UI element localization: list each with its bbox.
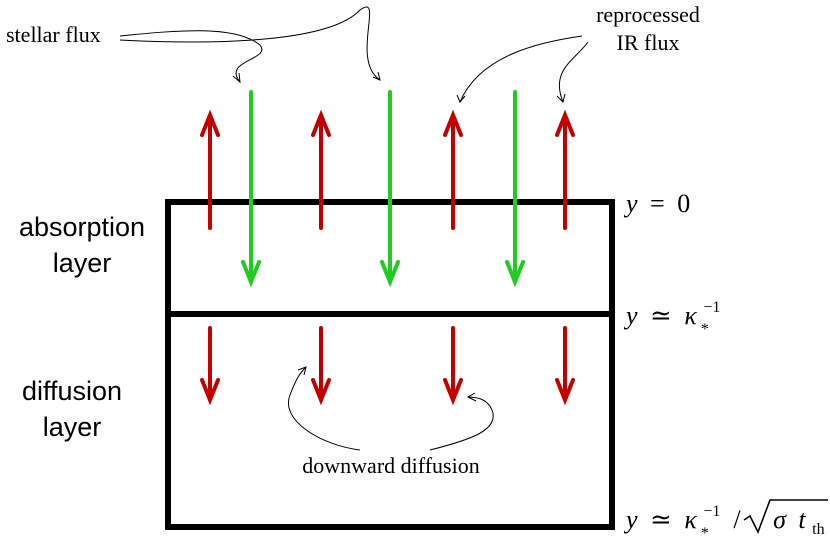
pointer-arrowhead: [456, 94, 466, 103]
marker-y: y: [623, 189, 638, 218]
depth-marker-middle: y ≃ κ −1 *: [623, 289, 727, 338]
label-absorption: absorption: [19, 212, 145, 242]
pointer-stellar-to-arrow2: [119, 6, 381, 81]
stellar-arrow: [380, 90, 400, 288]
marker-rel: ≃: [650, 301, 672, 330]
annotation-pointers: [119, 6, 589, 451]
ir-arrows-up: [200, 109, 575, 230]
pointer-arrowhead: [372, 71, 381, 81]
label-reprocessed: reprocessed: [596, 2, 700, 27]
marker-sub: *: [701, 525, 709, 540]
stellar-arrows: [241, 90, 525, 288]
depth-marker-bottom: y ≃ κ −1 * / σ t th: [623, 493, 825, 540]
marker-kappa: κ: [684, 505, 697, 534]
label-diffusion-layer: layer: [43, 412, 102, 442]
stellar-arrow: [505, 90, 525, 288]
diffusion-arrow-down: [200, 326, 220, 406]
marker-y: y: [623, 301, 638, 330]
pointer-arrowhead: [232, 72, 241, 84]
diffusion-arrow-down: [555, 326, 575, 406]
marker-sup: −1: [703, 299, 720, 316]
pointer-ir-to-arrow1: [459, 35, 583, 103]
marker-sup: −1: [703, 503, 720, 520]
ir-arrow-up: [311, 109, 331, 230]
marker-sub: *: [701, 321, 709, 338]
marker-th: th: [812, 521, 824, 538]
label-absorption-layer: layer: [53, 248, 112, 278]
diffusion-arrow-down: [443, 326, 463, 406]
marker-rel: =: [650, 189, 665, 218]
pointer-diffusion-right: [429, 396, 494, 451]
ir-arrow-up: [555, 109, 575, 230]
ir-arrow-up: [443, 109, 463, 230]
pointer-diffusion-left: [287, 366, 361, 451]
label-ir-flux: IR flux: [617, 30, 680, 55]
diffusion-arrows-down: [200, 326, 575, 406]
depth-marker-top: y = 0: [623, 189, 690, 218]
stellar-arrow: [241, 90, 261, 288]
label-stellar-flux: stellar flux: [6, 22, 101, 47]
pointer-stellar-to-arrow1: [119, 30, 263, 83]
sqrt-sign: [743, 499, 828, 534]
marker-rhs: 0: [677, 189, 690, 218]
marker-kappa: κ: [684, 301, 697, 330]
label-diffusion: diffusion: [22, 376, 122, 406]
pointer-arrowhead: [556, 93, 566, 103]
pointer-arrowhead: [466, 392, 477, 402]
pointer-ir-to-arrow2: [558, 41, 589, 103]
pointer-arrowhead: [297, 366, 307, 376]
marker-sigma: σ: [773, 505, 787, 534]
marker-t: t: [798, 505, 806, 534]
marker-rel: ≃: [650, 505, 672, 534]
marker-slash: /: [733, 505, 741, 534]
diffusion-arrow-down: [311, 326, 331, 406]
marker-y: y: [623, 505, 638, 534]
label-downward-diffusion: downward diffusion: [302, 453, 479, 478]
ir-arrow-up: [200, 109, 220, 230]
